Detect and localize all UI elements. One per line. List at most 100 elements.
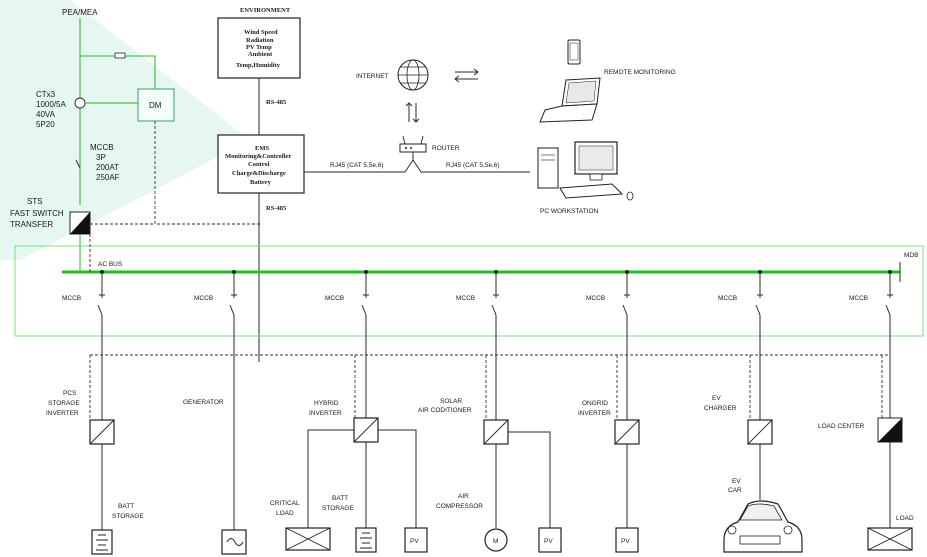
aircomp-line-2: COMPRESSOR [436,503,483,510]
feeder-2-mccb: MCCB [194,295,213,302]
hybrid-inverter-icon [353,417,379,443]
motor-icon [484,528,508,552]
ev-charger-icon [747,419,773,445]
internet-label: INTERNET [356,73,389,80]
mccb-main-line-4: 250AF [96,173,120,182]
ems-line-3: Control [248,161,270,168]
ev-charger-line-1: EV [712,395,721,402]
remote-monitoring-label: REMOTE MONITORING [604,69,676,76]
pv-2-box [538,527,562,553]
feeder-1-mccb: MCCB [62,295,81,302]
ct-symbol [74,97,86,109]
load-icon [867,527,913,551]
pc-workstation-icon [537,141,634,201]
pcs-line-3: INVERTER [46,410,79,417]
ev-car-icon [723,500,803,553]
ac-bus-label: AC BUS [98,261,123,268]
ct-line-4: 5P20 [36,120,55,129]
rs485-bottom-label: RS-485 [266,205,287,212]
critical-line-2: LOAD [276,510,294,517]
dm-control-line [154,121,260,225]
rj45-right-line [412,152,530,173]
env-line-1: Wind Speed [244,29,278,36]
batt-line-2: STORAGE [112,513,144,520]
background-wedge [0,0,250,260]
dm-box [137,88,175,122]
internet-remote-arrows-icon [454,68,479,83]
router-icon [399,135,427,153]
critical-line-1: CRITICAL [270,500,300,507]
pv-2-label: PV [544,538,553,545]
ems-line-2: Monitoring&Controller [225,153,291,160]
fuse-symbol [114,52,126,59]
ongrid-line-1: ONGRID [582,400,608,407]
pv-3-label: PV [621,538,630,545]
ev-car-line-1: EV [732,478,741,485]
feeder-4-mccb: MCCB [456,295,475,302]
tablet-icon [567,39,581,65]
rj45-right-label: RJ45 (CAT 5,5e,6) [446,162,500,169]
feeder-7-mccb: MCCB [849,295,868,302]
load-center-label: LOAD CENTER [818,423,865,430]
sts-fill [70,212,90,234]
ongrid-inverter-icon [614,419,640,445]
feeder-6-mccb: MCCB [718,295,737,302]
router-label: ROUTER [432,145,460,152]
feeder-1 [97,270,105,420]
battery-2-icon [355,527,377,553]
feeder-2 [229,270,237,530]
critical-load-icon [285,527,331,551]
internet-globe-icon [397,59,429,91]
mdb-frame [14,245,924,337]
feeder-5 [622,270,630,420]
hybrid-to-pv [378,429,417,528]
mccb-main-line-2: 3P [96,153,106,162]
generator-label: GENERATOR [183,399,224,406]
aircomp-line-1: AIR [458,493,469,500]
ongrid-line-2: INVERTER [578,410,611,417]
ct-line-3: 40VA [36,110,56,119]
rs485-top-label: RS-485 [266,99,287,106]
feeder-6 [755,270,763,420]
env-line-3: PV Temp [246,44,272,51]
ems-line-4: Charge&Discharge [232,170,286,177]
mccb-main-line-1: MCCB [90,143,114,152]
feeder-3 [361,270,369,418]
batt2-line-1: BATT [332,495,348,502]
ct-line-1: CTx3 [36,90,56,99]
env-line-2: Radiation [246,37,274,44]
ems-line-5: Battery [250,179,272,186]
ems-line-1: EMS [255,145,269,152]
feeder-5-mccb: MCCB [586,295,605,302]
hybrid-line-2: INVERTER [309,410,342,417]
solar-line-1: SOLAR [440,398,462,405]
env-line-4: Ambient [248,51,273,58]
feeder-4 [491,270,499,420]
battery-icon [91,529,113,555]
pcs-inverter-icon [89,419,115,445]
solar-line-2: AIR CODITIONER [418,407,472,414]
batt2-line-2: STORAGE [322,505,354,512]
pcs-line-2: STORAGE [48,400,80,407]
pv-1-label: PV [410,538,419,545]
pv-3-box [615,527,639,553]
pc-workstation-label: PC WORKSTATION [540,208,599,215]
sts-line-2: FAST SWITCH [10,209,64,218]
ev-car-line-2: CAR [728,487,742,494]
hybrid-line-1: HYBRID [314,400,339,407]
motor-label: M [493,538,498,545]
main-mccb-switch [75,159,81,169]
pv-1-box [404,527,428,553]
feeder-3-mccb: MCCB [325,295,344,302]
dm-label: DM [149,101,162,110]
ev-charger-line-2: CHARGER [704,405,737,412]
feeder-7 [885,270,893,418]
globe-router-arrows-icon [405,102,420,123]
environment-title: ENVIRONMENT [240,7,291,14]
ct-line-2: 1000/5A [36,100,66,109]
load-label: LOAD [896,515,914,522]
pcs-line-1: PCS [63,390,77,397]
laptop-icon [539,77,601,123]
load-center-icon [877,417,903,443]
